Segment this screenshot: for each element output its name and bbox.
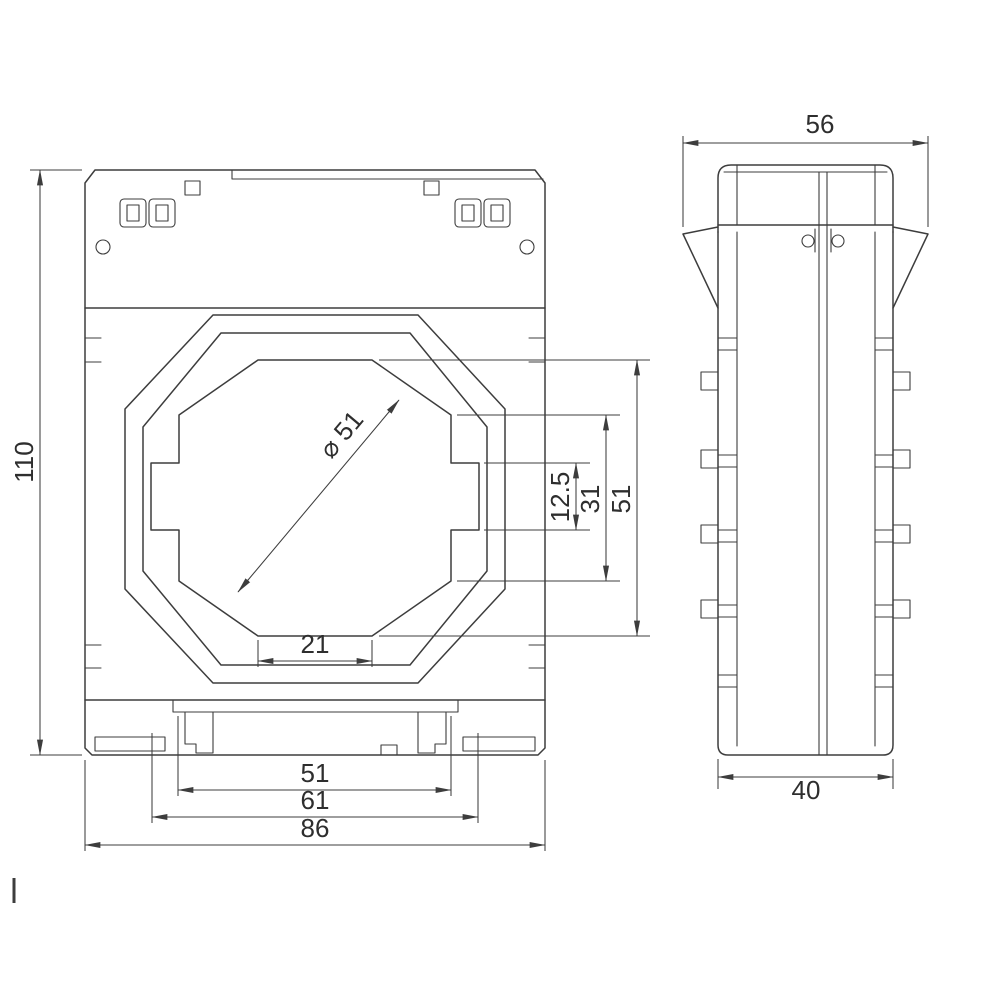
- side-view: 56 40: [682, 109, 929, 805]
- cover-notch-right: [423, 180, 440, 196]
- terminal-screws-right: [454, 198, 511, 228]
- dim-label-body-width: 40: [792, 775, 821, 805]
- front-window-opening: [150, 359, 480, 637]
- seal-hole-left: [95, 239, 111, 255]
- wall-slots-right: [874, 337, 894, 688]
- rail-hook-right: [417, 711, 447, 754]
- wall-slots-left: [717, 337, 738, 688]
- dimension-window-flat-21: 21: [257, 629, 373, 667]
- dim-label-step: 31: [575, 485, 605, 514]
- rail-hook-left: [184, 711, 214, 754]
- dimension-side-notch-12-5: 12.5: [484, 462, 590, 531]
- dim-label-side-notch: 12.5: [545, 472, 575, 523]
- dim-label-window-height: 51: [606, 485, 636, 514]
- dim-label-top-width: 56: [806, 109, 835, 139]
- foot-right: [462, 736, 536, 752]
- foot-left: [94, 736, 166, 752]
- dimension-window-height-51: 51: [379, 359, 650, 637]
- side-dimensions: 56 40: [682, 109, 929, 805]
- side-housing-outline: [682, 164, 929, 756]
- terminal-screws-left: [119, 198, 176, 228]
- dimension-height-110: 110: [9, 169, 82, 756]
- tabs-left: [700, 371, 719, 619]
- front-view: 110 86 61 51: [9, 169, 650, 851]
- dimension-top-width-56: 56: [682, 109, 929, 227]
- dim-label-window-flat: 21: [301, 629, 330, 659]
- seal-hole-right: [519, 239, 535, 255]
- dim-label-height: 110: [9, 441, 39, 482]
- front-din-feet: [94, 699, 536, 756]
- cover-clips: [801, 228, 845, 253]
- dim-label-rail-width: 51: [301, 758, 330, 788]
- dimension-step-31: 31: [457, 414, 620, 582]
- tabs-right: [892, 371, 911, 619]
- flange-left: [682, 226, 719, 309]
- dimension-body-width-40: 40: [717, 759, 894, 805]
- cover-notch-left: [184, 180, 201, 196]
- front-core-octagon: [124, 314, 506, 684]
- front-cover-details: [95, 180, 535, 255]
- flange-right: [892, 226, 929, 309]
- dim-label-bore-diameter: ⌀ 51: [313, 405, 369, 464]
- rail-latch: [380, 744, 398, 756]
- dimension-bore-diameter-51: ⌀ 51: [237, 399, 400, 593]
- dimension-rail-width-51: 51: [177, 716, 452, 796]
- side-ribs-and-tabs: [700, 337, 911, 688]
- front-housing-outline: [84, 169, 546, 756]
- front-dimensions: 110 86 61 51: [9, 169, 650, 851]
